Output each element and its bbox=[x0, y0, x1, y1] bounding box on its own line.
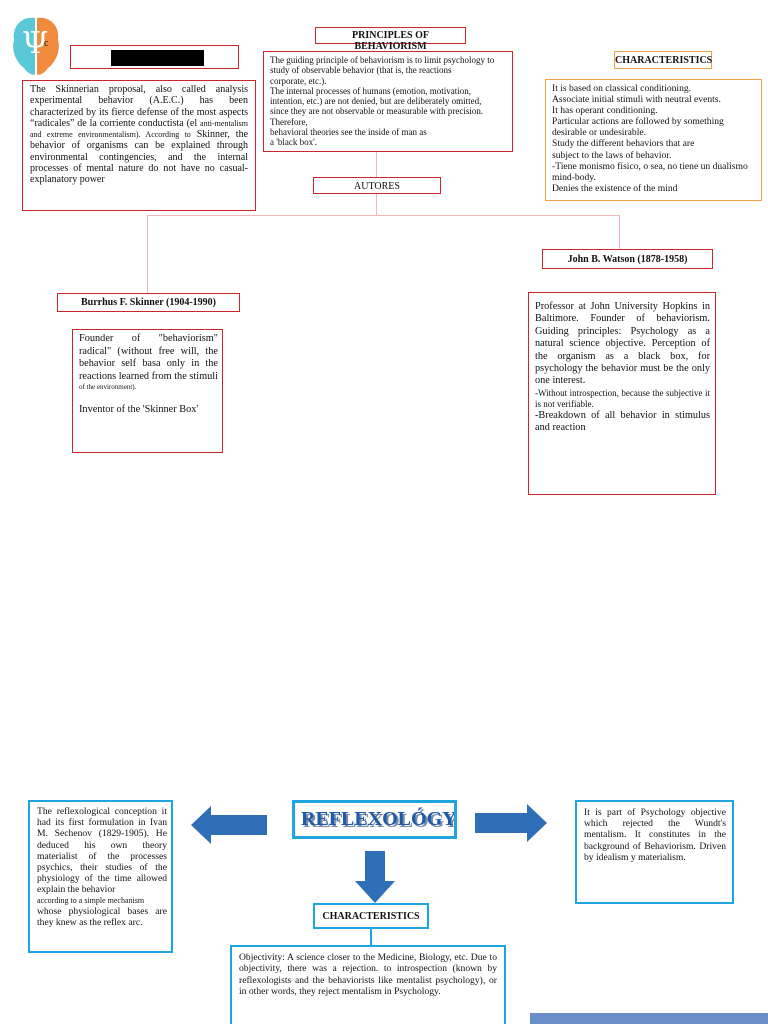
redacted-title-bar bbox=[111, 50, 204, 66]
connector-line bbox=[619, 215, 620, 249]
principles-title: PRINCIPLES OF BEHAVIORISM bbox=[315, 27, 466, 52]
watson-description: Professor at John University Hopkins in … bbox=[528, 292, 716, 495]
watson-name: John B. Watson (1878-1958) bbox=[542, 249, 713, 269]
title-box bbox=[70, 45, 239, 69]
right-arrow-icon bbox=[475, 804, 547, 842]
down-arrow-icon bbox=[355, 851, 395, 903]
brain-icon bbox=[13, 17, 59, 75]
skinner-name: Burrhus F. Skinner (1904-1990) bbox=[57, 293, 240, 312]
skinner-description: Founder of "behaviorism" radical" (witho… bbox=[72, 329, 223, 453]
reflexology-characteristics-title: CHARACTERISTICS bbox=[313, 903, 429, 929]
psi-symbol: Ψ bbox=[22, 26, 49, 61]
principles-text: The guiding principle of behaviorism is … bbox=[263, 51, 513, 152]
connector-line bbox=[370, 929, 372, 946]
logo-letter: c bbox=[44, 38, 49, 49]
characteristics-text: It is based on classical conditioning. A… bbox=[545, 79, 762, 201]
skinnerian-description: The Skinnerian proposal, also called ana… bbox=[22, 80, 256, 211]
reflexology-part-of-psychology: It is part of Psychology objective which… bbox=[575, 800, 734, 904]
connector-line bbox=[147, 215, 620, 216]
autores-label: AUTORES bbox=[313, 177, 441, 194]
connector-line bbox=[376, 152, 377, 177]
logo: Ψ c bbox=[8, 14, 64, 78]
connector-line bbox=[147, 215, 148, 293]
reflexology-title: REFLEXOLÓGY bbox=[301, 808, 457, 830]
connector-line bbox=[376, 194, 377, 216]
left-arrow-icon bbox=[191, 806, 267, 844]
blue-footer-bar bbox=[530, 1013, 768, 1024]
reflexology-title-box: REFLEXOLÓGY bbox=[292, 800, 457, 839]
characteristics-title: CHARACTERISTICS bbox=[614, 51, 712, 69]
reflexological-conception: The reflexological conception it had its… bbox=[28, 800, 173, 953]
objectivity-text: Objectivity: A science closer to the Med… bbox=[230, 945, 506, 1024]
